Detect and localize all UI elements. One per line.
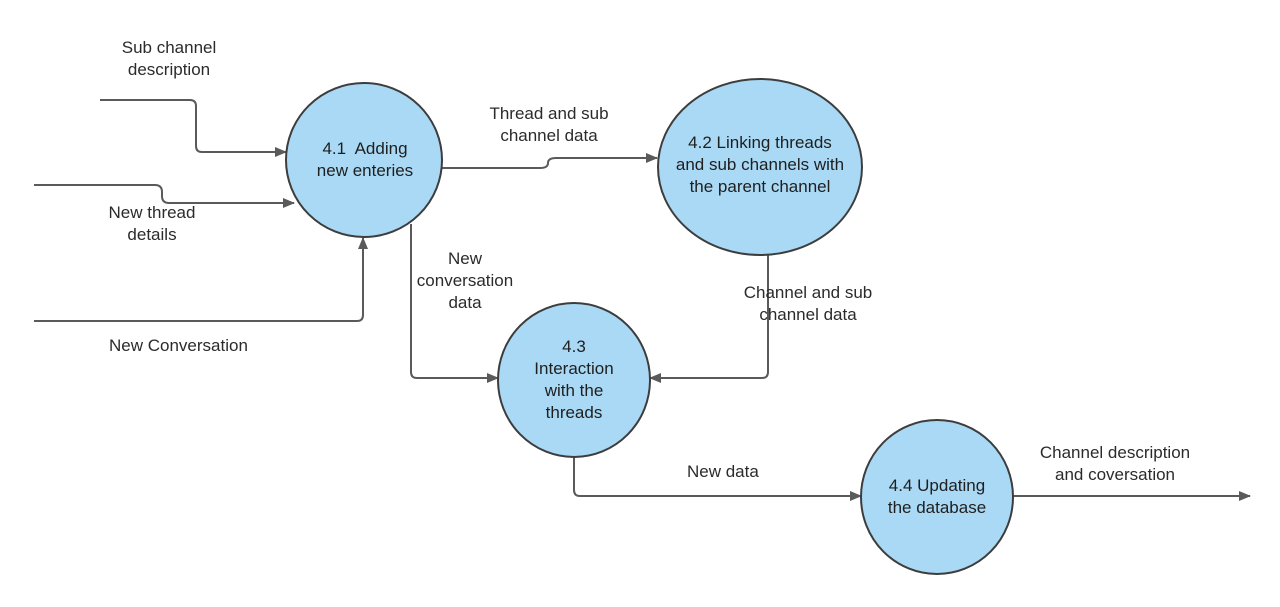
process-4-2-circle (657, 78, 863, 256)
process-4-2-label: 4.2 Linking threads and sub channels wit… (675, 133, 845, 196)
process-4-1-label: 4.1 Adding new enteries (316, 139, 414, 180)
flow-new-thread-details (34, 184, 295, 208)
process-4-4-circle (860, 419, 1014, 575)
flow-label-new-conversation-data: New conversation data (416, 249, 514, 312)
flow-label-new-data: New data (687, 462, 759, 481)
flow-thread-and-sub-channel-data (442, 153, 658, 169)
flow-new-data (573, 456, 862, 501)
flow-channel-and-sub-channel-data (649, 255, 769, 383)
flow-label-thread-and-sub-channel-data: Thread and sub channel data (489, 104, 609, 145)
process-4-3-circle (497, 302, 651, 458)
flow-new-conversation-data (410, 224, 499, 383)
flow-label-new-conversation: New Conversation (109, 336, 248, 355)
flow-new-conversation (34, 237, 368, 322)
flow-label-new-thread-details: New thread details (108, 203, 196, 244)
flow-label-channel-and-sub-channel-data: Channel and sub channel data (743, 283, 873, 324)
process-4-4-label: 4.4 Updating the database (887, 476, 987, 517)
flow-label-channel-description-and-conversation: Channel description and coversation (1039, 443, 1191, 484)
process-4-3-label: 4.3 Interaction with the threads (534, 337, 614, 422)
flow-sub-channel-description (100, 99, 287, 157)
process-4-1-circle (285, 82, 443, 238)
flow-label-sub-channel-description: Sub channel description (121, 38, 217, 79)
